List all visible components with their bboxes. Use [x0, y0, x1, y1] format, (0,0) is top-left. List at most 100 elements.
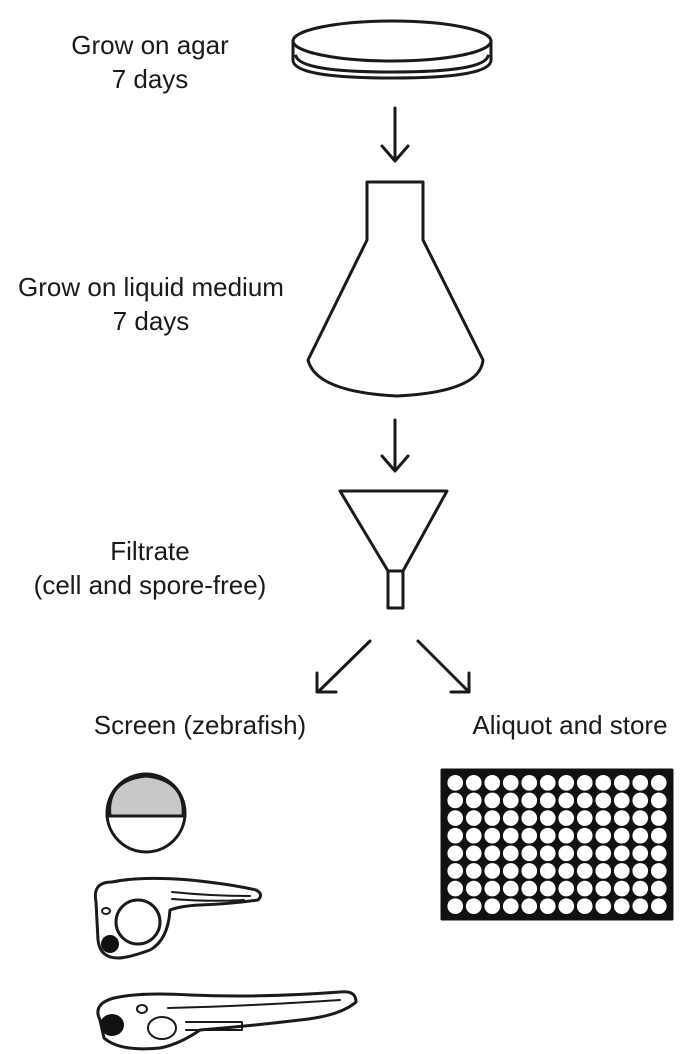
well [558, 845, 575, 862]
well [502, 792, 519, 809]
well [447, 845, 464, 862]
step-filtrate-label: Filtrate (cell and spore-free) [10, 534, 290, 602]
well [576, 792, 593, 809]
well [539, 880, 556, 897]
well [484, 775, 501, 791]
erlenmeyer-flask-icon [306, 180, 485, 398]
well [447, 880, 464, 897]
well [558, 880, 575, 897]
down-arrow-icon [380, 106, 410, 163]
funnel-icon [338, 489, 449, 610]
well [465, 863, 482, 879]
well [484, 863, 501, 879]
well [632, 845, 649, 862]
well [447, 810, 464, 826]
well [539, 792, 556, 809]
branch-aliquot-text: Aliquot and store [472, 710, 668, 740]
step-agar-line1: Grow on agar [71, 30, 229, 60]
well [465, 898, 482, 914]
well [595, 792, 612, 809]
well [595, 898, 612, 914]
well [521, 792, 538, 809]
well [632, 810, 649, 826]
well [558, 792, 575, 809]
well [447, 898, 464, 914]
well [502, 863, 519, 879]
well [521, 845, 538, 862]
well [632, 863, 649, 879]
well [632, 827, 649, 844]
well [613, 880, 630, 897]
well [465, 810, 482, 826]
branch-screen-label: Screen (zebrafish) [70, 708, 330, 742]
well [576, 845, 593, 862]
well [576, 810, 593, 826]
well [613, 792, 630, 809]
well [613, 845, 630, 862]
branch-screen-text: Screen (zebrafish) [93, 710, 307, 740]
well [539, 810, 556, 826]
well [484, 810, 501, 826]
well [465, 827, 482, 844]
well [613, 898, 630, 914]
step-agar-label: Grow on agar 7 days [20, 28, 280, 96]
well [558, 898, 575, 914]
well [447, 863, 464, 879]
well [484, 827, 501, 844]
well [650, 827, 667, 844]
well [521, 863, 538, 879]
step-filtrate-line1: Filtrate [110, 536, 190, 566]
well [558, 827, 575, 844]
well [613, 827, 630, 844]
well [539, 827, 556, 844]
zebrafish-larva-icon [93, 876, 263, 960]
well [521, 810, 538, 826]
well [484, 845, 501, 862]
well [521, 827, 538, 844]
well [595, 775, 612, 791]
well [595, 845, 612, 862]
well [465, 775, 482, 791]
well [484, 898, 501, 914]
well [595, 827, 612, 844]
well [447, 792, 464, 809]
well [613, 775, 630, 791]
well [595, 810, 612, 826]
step-filtrate-line2: (cell and spore-free) [33, 570, 267, 600]
well [465, 792, 482, 809]
well [502, 880, 519, 897]
left-diagonal-arrow-icon [315, 639, 372, 694]
petri-dish-icon [291, 19, 493, 80]
well [650, 898, 667, 914]
well [447, 827, 464, 844]
well [613, 863, 630, 879]
well [502, 810, 519, 826]
well [558, 810, 575, 826]
zebrafish-embryo-icon [105, 772, 187, 854]
well [650, 863, 667, 879]
well [632, 792, 649, 809]
well [576, 827, 593, 844]
well [539, 898, 556, 914]
well [521, 880, 538, 897]
well [539, 775, 556, 791]
zebrafish-larva-icon [96, 990, 358, 1051]
well [632, 775, 649, 791]
well [502, 827, 519, 844]
well [576, 863, 593, 879]
well-plate-icon [440, 768, 674, 921]
well [650, 845, 667, 862]
right-diagonal-arrow-icon [416, 639, 471, 694]
step-liquid-line1: Grow on liquid medium [18, 272, 284, 302]
well [576, 898, 593, 914]
step-agar-line2: 7 days [111, 64, 189, 94]
well [484, 880, 501, 897]
well [650, 810, 667, 826]
well [558, 863, 575, 879]
branch-aliquot-label: Aliquot and store [455, 708, 685, 742]
well [502, 845, 519, 862]
well [447, 775, 464, 791]
well [465, 845, 482, 862]
well [558, 775, 575, 791]
